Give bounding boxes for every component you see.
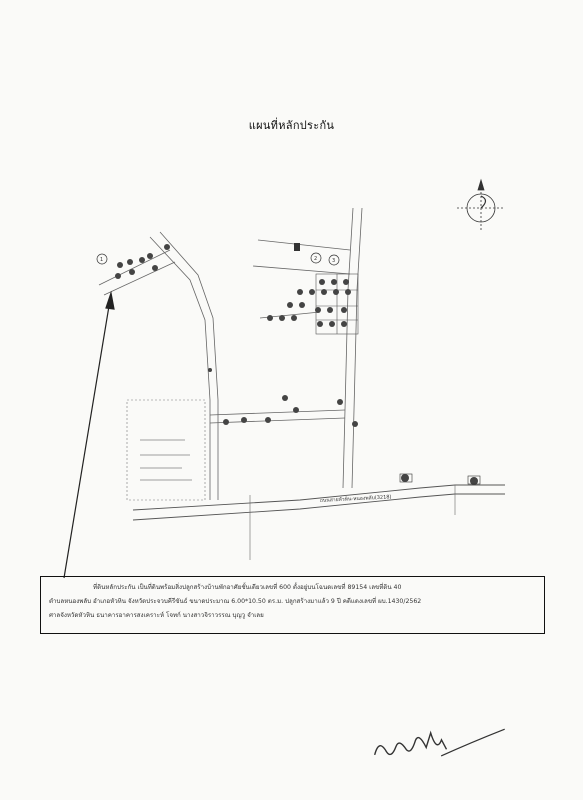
house-markers (115, 244, 478, 485)
building-icons (399, 473, 481, 485)
main-road (132, 484, 505, 521)
compass-icon (457, 178, 505, 232)
side-roads (98, 207, 456, 560)
callout-markers (96, 252, 340, 266)
caption-line-1: ที่ดินหลักประกัน เป็นที่ดินพร้อมสิ่งปลูก… (93, 584, 402, 591)
caption-box: ที่ดินหลักประกัน เป็นที่ดินพร้อมสิ่งปลูก… (40, 576, 545, 634)
callout-2: 2 (314, 256, 317, 262)
caption-line-3: ศาลจังหวัดหัวหิน ธนาคารอาคารสงเคราะห์ โจ… (49, 612, 264, 619)
callout-3: 3 (332, 258, 335, 264)
caption-line-2: ตำบลหนองพลับ อำเภอหัวหิน จังหวัดประจวบคี… (49, 598, 422, 605)
callout-1: 1 (100, 257, 103, 263)
pointer-arrow (63, 290, 115, 579)
handwritten-signature (368, 715, 512, 775)
page-title: แผนที่หลักประกัน (248, 119, 335, 132)
zone-boundary (126, 399, 206, 501)
signature-icon (373, 728, 505, 757)
main-road-label: ถนนสายหัวหิน-หนองพลับ(3218) (320, 493, 392, 504)
